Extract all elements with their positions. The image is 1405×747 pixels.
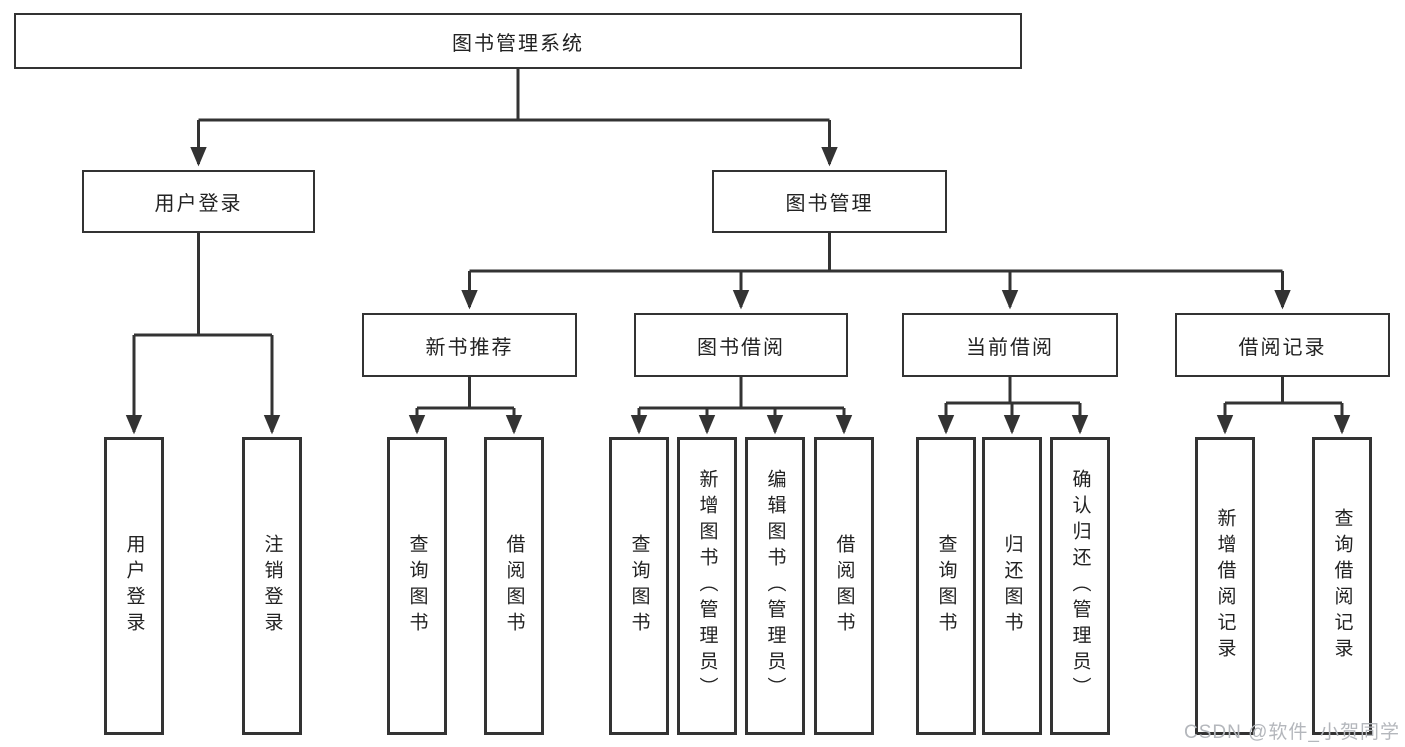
node-user-login-branch: 用户登录 xyxy=(82,170,315,233)
node-label: 新书推荐 xyxy=(425,336,514,359)
csdn-watermark: CSDN @软件_小贺同学 xyxy=(1184,722,1400,743)
leaf-query-books-recommend: 查询图书 xyxy=(387,437,447,735)
leaf-borrow-books: 借阅图书 xyxy=(814,437,874,735)
leaf-label: 新增借阅记录 xyxy=(1214,508,1236,664)
leaf-return-book: 归还图书 xyxy=(982,437,1042,735)
leaf-confirm-return-admin: 确认归还（管理员） xyxy=(1050,437,1110,735)
leaf-query-borrow-record: 查询借阅记录 xyxy=(1312,437,1372,735)
leaf-user-login: 用户登录 xyxy=(104,437,164,735)
leaf-label: 注销登录 xyxy=(261,534,283,638)
node-new-book-recommend: 新书推荐 xyxy=(362,313,577,377)
leaf-borrow-books-recommend: 借阅图书 xyxy=(484,437,544,735)
node-current-borrow: 当前借阅 xyxy=(902,313,1118,377)
node-label: 借阅记录 xyxy=(1238,336,1327,359)
leaf-label: 归还图书 xyxy=(1001,534,1023,638)
leaf-label: 查询图书 xyxy=(935,534,957,638)
leaf-label: 查询图书 xyxy=(406,534,428,638)
leaf-label: 借阅图书 xyxy=(503,534,525,638)
leaf-edit-book-admin: 编辑图书（管理员） xyxy=(745,437,805,735)
leaf-add-borrow-record: 新增借阅记录 xyxy=(1195,437,1255,735)
node-borrow-records: 借阅记录 xyxy=(1175,313,1390,377)
node-root-label: 图书管理系统 xyxy=(452,32,584,55)
leaf-add-book-admin: 新增图书（管理员） xyxy=(677,437,737,735)
leaf-label: 查询图书 xyxy=(628,534,650,638)
node-book-borrow: 图书借阅 xyxy=(634,313,848,377)
node-label: 用户登录 xyxy=(154,193,243,215)
leaf-query-books-current: 查询图书 xyxy=(916,437,976,735)
leaf-query-books-borrow: 查询图书 xyxy=(609,437,669,735)
node-label: 当前借阅 xyxy=(966,336,1054,359)
node-root-system: 图书管理系统 xyxy=(14,13,1022,69)
leaf-label: 编辑图书（管理员） xyxy=(764,469,786,703)
node-label: 图书借阅 xyxy=(697,336,785,359)
leaf-label: 用户登录 xyxy=(123,534,145,638)
node-label: 图书管理 xyxy=(785,193,874,215)
leaf-label: 借阅图书 xyxy=(833,534,855,638)
leaf-logout: 注销登录 xyxy=(242,437,302,735)
node-book-management: 图书管理 xyxy=(712,170,947,233)
leaf-label: 新增图书（管理员） xyxy=(696,469,718,703)
leaf-label: 查询借阅记录 xyxy=(1331,508,1353,664)
leaf-label: 确认归还（管理员） xyxy=(1069,469,1091,703)
